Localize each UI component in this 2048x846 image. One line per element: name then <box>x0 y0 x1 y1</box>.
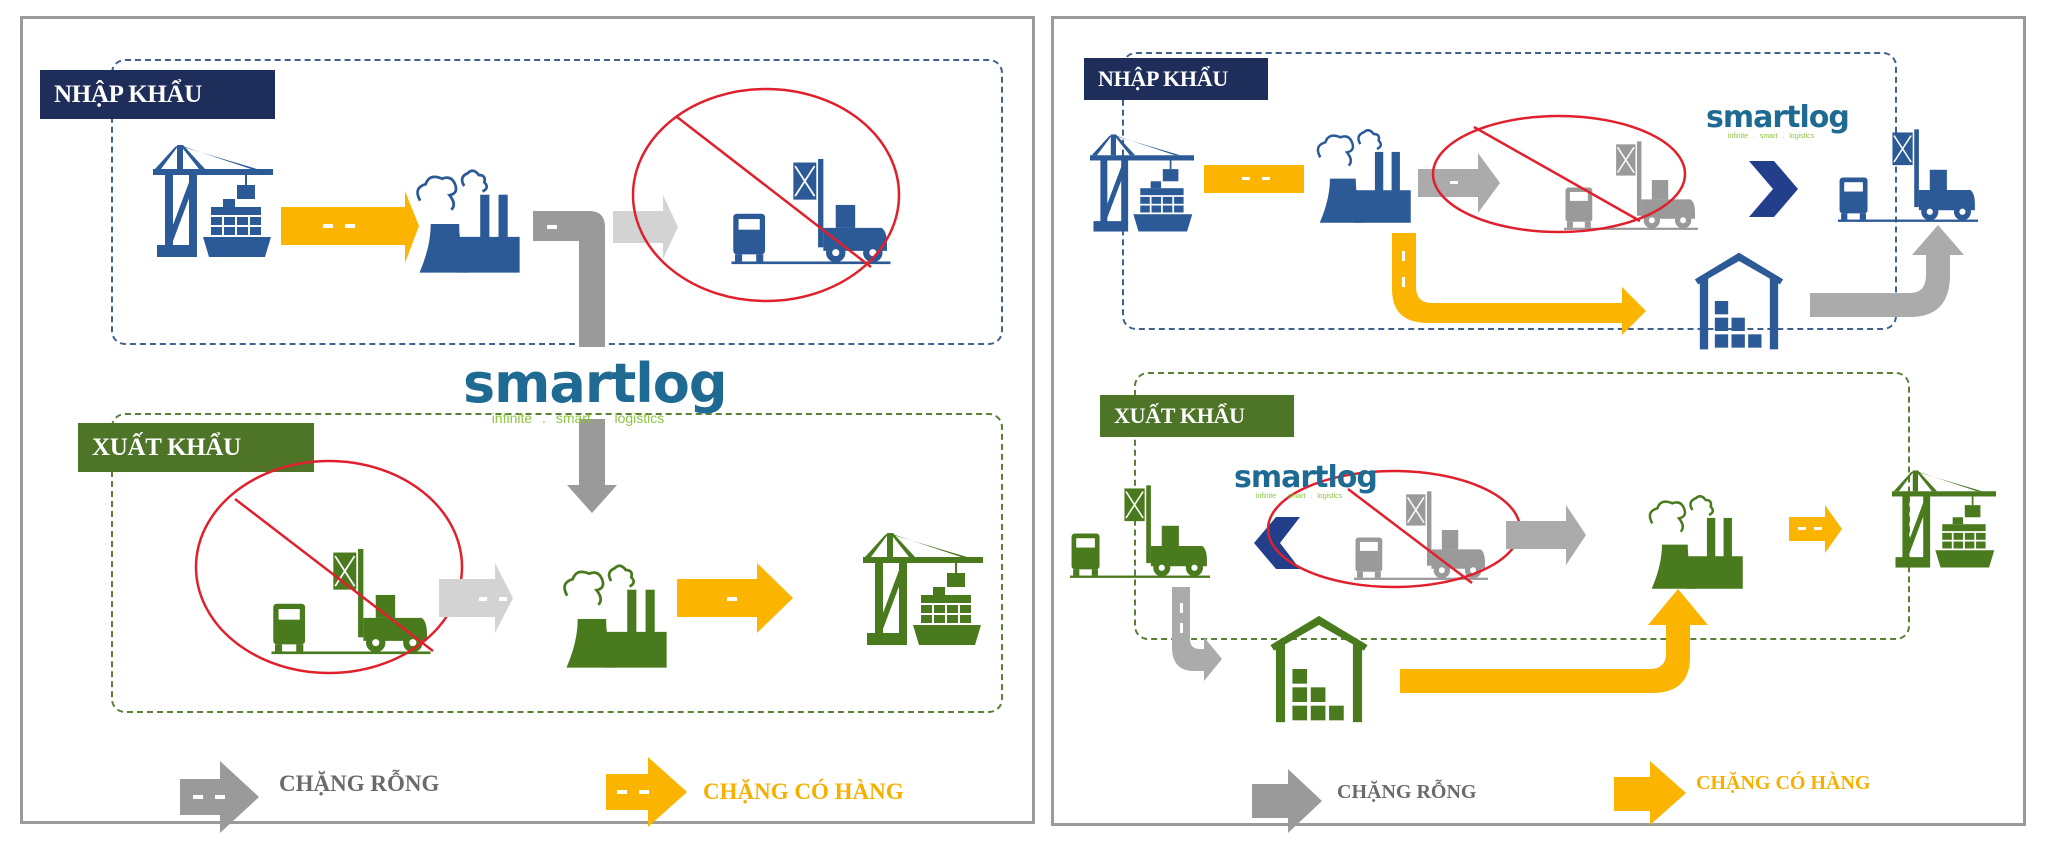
legend-loaded-arrow <box>606 757 687 827</box>
export-tag-label: XUẤT KHẨU <box>1114 403 1245 428</box>
factory-icon <box>563 564 668 669</box>
import-tag: NHẬP KHẨU <box>40 70 275 119</box>
smartlog-tagline: infinite . smart . logistics <box>1727 133 1815 140</box>
import-section-frame <box>111 59 1003 345</box>
loaded-leg-to-factory-arrow <box>1400 589 1708 693</box>
loaded-leg-arrow <box>1204 165 1304 193</box>
port-ship-icon <box>1892 470 1996 568</box>
legend-loaded-label: CHẶNG CÓ HÀNG <box>703 779 904 804</box>
import-tag: NHẬP KHẨU <box>1084 58 1268 100</box>
smartlog-wordmark: smartlog <box>1234 460 1378 495</box>
legend-loaded-arrow <box>1614 761 1686 825</box>
smartlog-wordmark: smartlog <box>463 352 728 415</box>
export-tag-label: XUẤT KHẨU <box>92 433 241 461</box>
left-flow-graphics <box>153 87 983 833</box>
legend-empty-arrow <box>180 761 259 833</box>
factory-icon <box>416 169 521 274</box>
smartlog-logo: smartlog infinite . smart . logistics <box>1706 100 1850 141</box>
loaded-leg-arrow <box>281 191 419 263</box>
depot-yard-icon <box>1838 129 1978 223</box>
depot-yard-icon <box>1354 491 1488 581</box>
export-tag: XUẤT KHẨU <box>1100 395 1294 437</box>
right-flow-graphics <box>1070 114 1996 833</box>
loaded-leg-arrow <box>1789 505 1842 553</box>
empty-leg-to-warehouse-arrow <box>1172 587 1222 681</box>
panel-direct-model: NHẬP KHẨU XUẤT KHẨU <box>20 16 1035 833</box>
smartlog-logo: smartlog infinite . smart . logistics <box>463 352 728 426</box>
legend-empty-label: CHẶNG RỖNG <box>279 771 440 796</box>
chevron-right-icon <box>1749 161 1798 217</box>
import-tag-label: NHẬP KHẨU <box>54 80 202 108</box>
smartlog-connector-arrow <box>567 419 617 513</box>
depot-yard-icon <box>1070 485 1210 579</box>
factory-icon <box>1648 494 1744 590</box>
legend-empty-label: CHẶNG RỖNG <box>1337 781 1477 803</box>
smartlog-tagline: infinite . smart . logistics <box>1255 493 1343 500</box>
factory-icon <box>1316 128 1412 224</box>
chevron-left-icon <box>1254 517 1300 569</box>
prohibited-icon <box>631 87 901 303</box>
import-tag-label: NHẬP KHẨU <box>1098 66 1228 91</box>
port-ship-icon <box>1090 134 1194 232</box>
depot-yard-icon <box>731 159 891 265</box>
port-ship-icon <box>863 533 983 645</box>
smartlog-tagline: infinite . smart . logistics <box>491 410 665 426</box>
export-section-frame <box>111 413 1003 713</box>
smartlog-logo: smartlog infinite . smart . logistics <box>1234 460 1378 501</box>
loaded-leg-to-warehouse-arrow <box>1392 233 1646 335</box>
prohibited-icon <box>194 459 464 675</box>
prohibited-icon <box>1431 114 1687 234</box>
legend-empty-arrow <box>1252 769 1322 833</box>
port-ship-icon <box>153 145 273 257</box>
legend-loaded-label: CHẶNG CÓ HÀNG <box>1696 772 1871 794</box>
depot-yard-icon <box>271 549 431 655</box>
empty-leg-arrow <box>439 563 513 633</box>
empty-leg-arrow <box>1506 505 1586 565</box>
empty-leg-to-depot-arrow <box>1810 225 1964 317</box>
warehouse-icon <box>1270 615 1368 723</box>
smartlog-wordmark: smartlog <box>1706 100 1850 135</box>
empty-leg-arrow <box>1418 153 1500 213</box>
warehouse-icon <box>1694 252 1784 350</box>
export-tag: XUẤT KHẨU <box>78 423 314 472</box>
panel-warehouse-model: NHẬP KHẨU XUẤT KHẨU <box>1051 16 2026 833</box>
empty-leg-arrow <box>533 195 678 347</box>
loaded-leg-arrow <box>677 563 793 633</box>
